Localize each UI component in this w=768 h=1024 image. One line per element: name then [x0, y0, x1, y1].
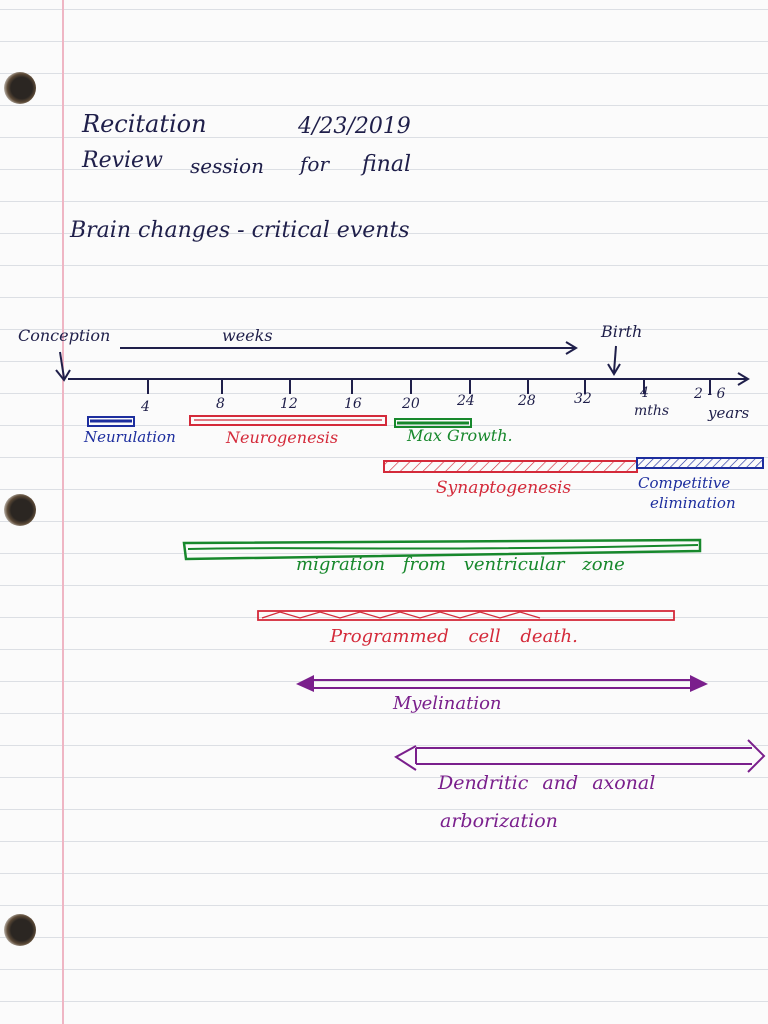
myelination-label: Myelination [393, 693, 502, 714]
birth-label: Birth [601, 322, 643, 341]
years-unit-label: years [708, 404, 750, 422]
weeks-arrow [120, 341, 578, 355]
binder-hole [4, 72, 36, 104]
myelination-bar [296, 675, 708, 692]
migration-label: migration from ventricular zone [296, 554, 625, 575]
dendritic-arborization-bar [394, 739, 766, 773]
session-label: session [190, 154, 264, 178]
synaptogenesis-bar [383, 460, 638, 473]
competitive-label: Competitive [638, 474, 731, 492]
programmed-cell-death-bar [257, 610, 675, 621]
tick-label-4-months: 4 [640, 385, 649, 401]
neurogenesis-bar [189, 415, 387, 426]
max-growth-bar [394, 418, 472, 428]
conception-label: Conception [18, 326, 111, 345]
tick-label-20: 20 [402, 396, 420, 412]
review-label: Review [82, 148, 163, 173]
topic-heading: Brain changes - critical events [70, 218, 410, 243]
tick-label-8: 8 [216, 396, 225, 412]
range-tick-label: 2 - 6 [694, 386, 726, 402]
months-unit-label: mths [634, 403, 670, 419]
neurulation-label: Neurulation [84, 428, 176, 446]
binder-hole [4, 914, 36, 946]
recitation-label: Recitation [82, 110, 207, 138]
synaptogenesis-label: Synaptogenesis [436, 478, 572, 498]
tick-label-4: 4 [141, 399, 150, 415]
binder-hole [4, 494, 36, 526]
weeks-label: weeks [222, 326, 273, 345]
date-label: 4/23/2019 [298, 114, 411, 139]
elimination-label: elimination [650, 494, 736, 512]
tick-label-12: 12 [280, 396, 298, 412]
competitive-elimination-bar [636, 457, 764, 469]
conception-arrow [55, 351, 71, 382]
max-growth-label: Max Growth. [407, 426, 513, 445]
arborization-label: arborization [440, 810, 558, 832]
neurogenesis-label: Neurogenesis [226, 428, 339, 447]
tick-label-32: 32 [574, 391, 592, 407]
neurulation-bar [87, 416, 135, 427]
programmed-cell-death-label: Programmed cell death. [330, 626, 578, 647]
margin-line [62, 0, 64, 1024]
dendritic-label: Dendritic and axonal [438, 772, 656, 794]
main-axis [68, 372, 750, 386]
final-label: final [362, 152, 411, 177]
tick-label-28: 28 [518, 393, 536, 409]
axis-ticks [147, 379, 711, 394]
migration-bar [182, 538, 702, 561]
for-label: for [300, 152, 330, 176]
tick-label-16: 16 [344, 396, 362, 412]
tick-label-24: 24 [457, 393, 475, 409]
birth-arrow [607, 345, 621, 376]
